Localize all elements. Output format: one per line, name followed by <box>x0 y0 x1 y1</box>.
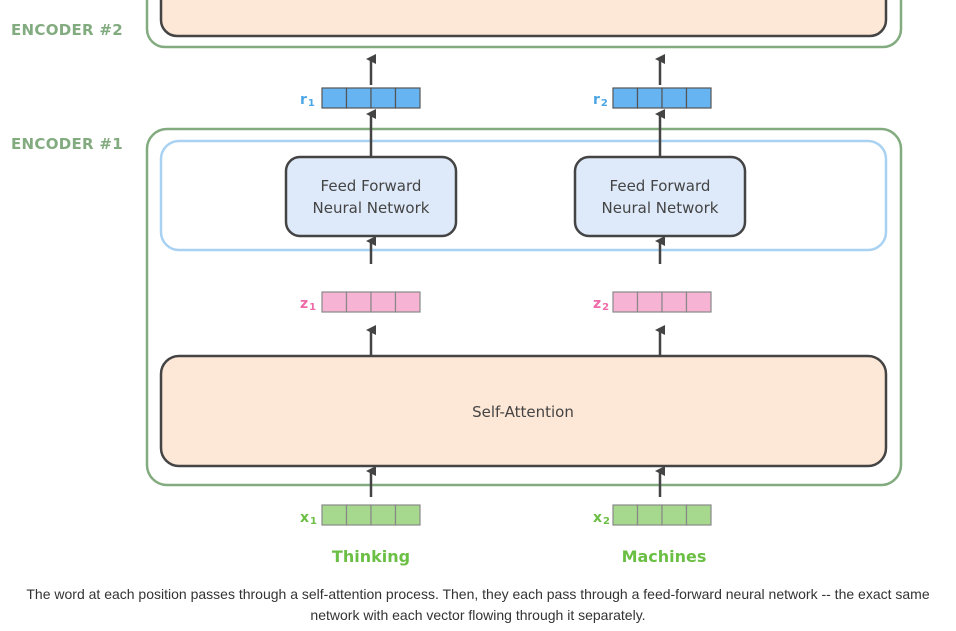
ffnn-left-line1: Feed Forward <box>321 177 422 195</box>
encoder-diagram: ENCODER #2 r1 r2 ENCODER #1 Feed Forward… <box>11 0 903 566</box>
encoder2-outline <box>145 0 903 49</box>
vector-z2 <box>612 291 712 313</box>
encoder2-label: ENCODER #2 <box>11 21 123 39</box>
vector-z1 <box>321 291 421 313</box>
encoder2-inner-box <box>159 0 888 38</box>
vector-r1 <box>321 87 421 109</box>
vector-x2 <box>612 504 712 526</box>
vector-label-r1: r1 <box>300 92 315 109</box>
figure-caption: The word at each position passes through… <box>26 586 930 623</box>
vector-label-z2: z2 <box>593 296 609 313</box>
input-word-left: Thinking <box>332 547 410 566</box>
vector-label-x2: x2 <box>593 510 610 527</box>
encoder1-outline <box>145 127 903 487</box>
vector-r2 <box>612 87 712 109</box>
ffnn-box-right <box>573 155 747 238</box>
ffnn-layer-outline <box>159 139 888 252</box>
vector-label-x1: x1 <box>300 510 317 527</box>
vector-label-r2: r2 <box>593 92 608 109</box>
vector-label-z1: z1 <box>300 296 316 313</box>
ffnn-box-left <box>284 155 458 238</box>
ffnn-left-line2: Neural Network <box>313 199 430 217</box>
ffnn-right-line2: Neural Network <box>602 199 719 217</box>
encoder1-label: ENCODER #1 <box>11 135 123 153</box>
self-attention-label: Self-Attention <box>472 403 574 421</box>
input-word-right: Machines <box>622 547 707 566</box>
self-attention-box <box>159 354 888 468</box>
vector-x1 <box>321 504 421 526</box>
ffnn-right-line1: Feed Forward <box>610 177 711 195</box>
